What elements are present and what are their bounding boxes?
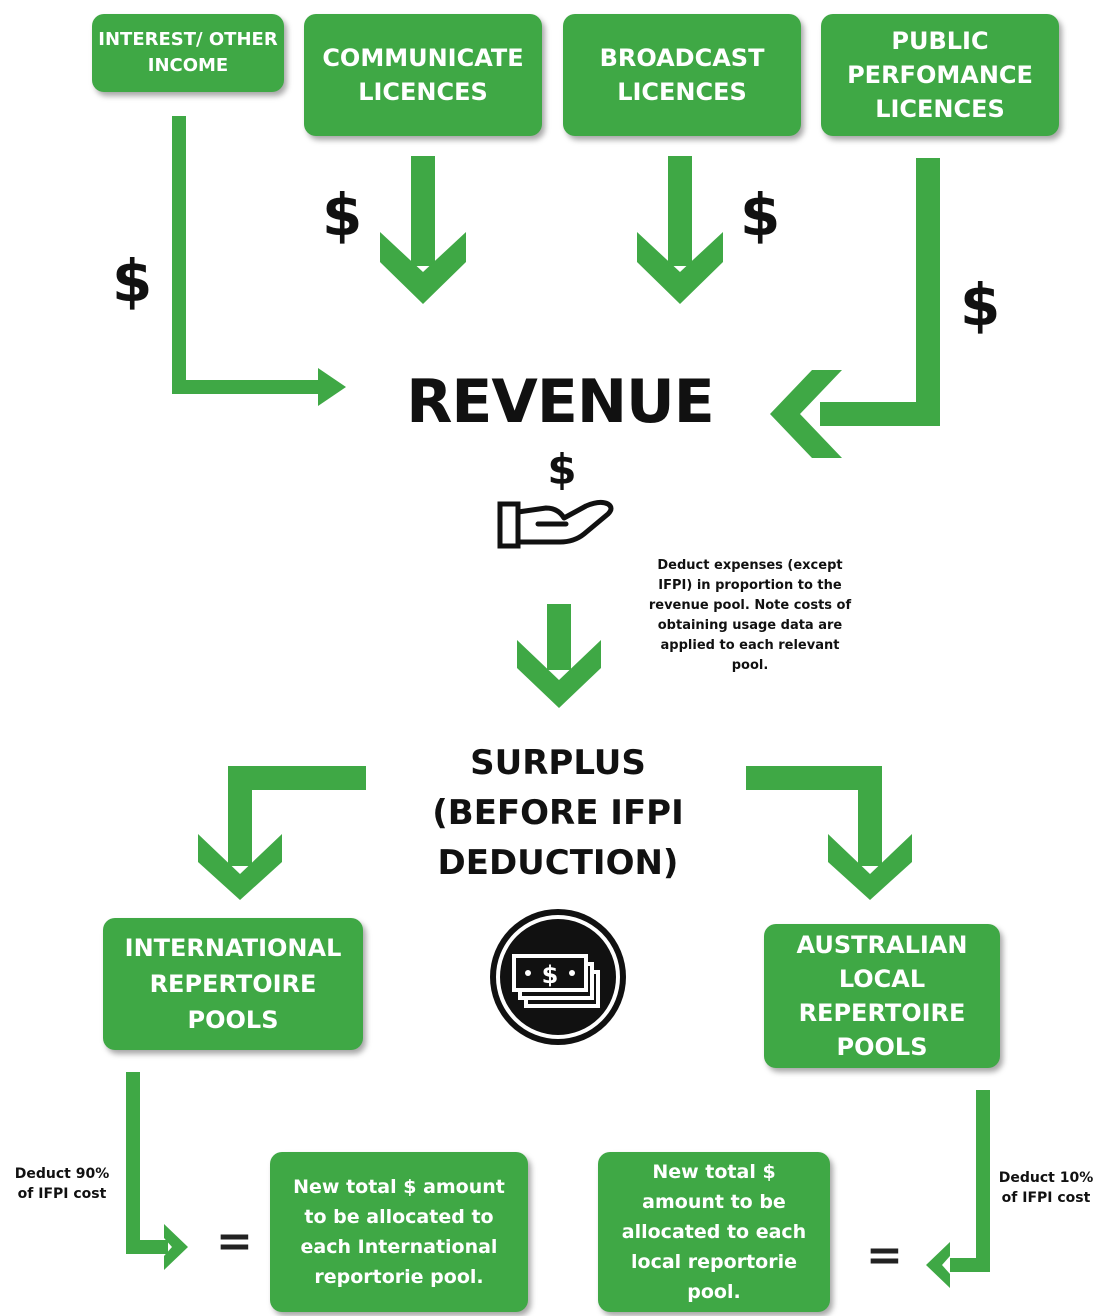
arrow-right-vertical	[858, 766, 882, 866]
arrow-broadcast-head	[637, 232, 723, 304]
arrow-interest-head	[318, 368, 346, 406]
arrow-aus-horizontal	[950, 1258, 990, 1272]
deduct-expenses-note: Deduct expenses (except IFPI) in proport…	[648, 558, 852, 673]
arrow-surplus-shaft	[547, 604, 571, 670]
international-pools-box: INTERNATIONAL REPERTOIRE POOLS	[103, 918, 363, 1050]
dollar-sign-communicate: $	[322, 181, 363, 249]
result-local-box: New total $ amount to be allocated to ea…	[598, 1152, 830, 1312]
arrow-broadcast-shaft	[668, 156, 692, 266]
source-public-box: PUBLIC PERFOMANCE LICENCES	[821, 14, 1059, 136]
equals-sign-international: =	[216, 1216, 253, 1267]
arrow-communicate-shaft	[411, 156, 435, 266]
dollar-sign-broadcast: $	[740, 181, 781, 249]
svg-text:$: $	[542, 961, 559, 989]
source-broadcast-label: BROADCAST LICENCES	[599, 44, 765, 106]
arrow-intl-vertical	[126, 1072, 140, 1254]
revenue-title: REVENUE	[406, 367, 715, 437]
source-communicate-label: COMMUNICATE LICENCES	[322, 44, 524, 106]
arrow-public-vertical	[916, 158, 940, 426]
arrow-intl-horizontal	[126, 1240, 168, 1254]
international-pools-label: INTERNATIONAL REPERTOIRE POOLS	[124, 934, 342, 1034]
arrow-public-head	[770, 370, 842, 458]
equals-sign-local: =	[866, 1230, 903, 1281]
dollar-sign-interest: $	[112, 247, 153, 315]
source-interest-label: INTEREST/ OTHER INCOME	[98, 29, 278, 76]
cash-coin-icon: $	[490, 909, 626, 1045]
result-international-box: New total $ amount to be allocated to ea…	[270, 1152, 528, 1312]
arrow-interest-vertical	[172, 116, 186, 394]
arrow-aus-head	[926, 1242, 950, 1288]
source-interest-box: INTEREST/ OTHER INCOME	[92, 14, 284, 92]
result-local-label: New total $ amount to be allocated to ea…	[621, 1161, 807, 1303]
arrow-communicate-head	[380, 232, 466, 304]
surplus-title: SURPLUS (BEFORE IFPI DEDUCTION)	[432, 743, 684, 883]
arrow-aus-vertical	[976, 1090, 990, 1272]
arrow-interest-horizontal	[172, 380, 322, 394]
source-communicate-box: COMMUNICATE LICENCES	[304, 14, 542, 136]
australian-pools-label: AUSTRALIAN LOCAL REPERTOIRE POOLS	[796, 931, 968, 1061]
arrow-public-horizontal	[820, 402, 940, 426]
hand-money-icon: $	[497, 446, 614, 549]
australian-pools-box: AUSTRALIAN LOCAL REPERTOIRE POOLS	[764, 924, 1000, 1068]
arrow-left-head	[198, 834, 282, 900]
arrow-right-head	[828, 834, 912, 900]
deduct-90-label: Deduct 90% of IFPI cost	[14, 1166, 110, 1202]
arrow-surplus-head	[517, 640, 601, 708]
source-broadcast-box: BROADCAST LICENCES	[563, 14, 801, 136]
result-international-label: New total $ amount to be allocated to ea…	[293, 1176, 505, 1288]
source-public-label: PUBLIC PERFOMANCE LICENCES	[847, 27, 1033, 123]
arrow-left-vertical	[228, 766, 252, 866]
dollar-sign-public: $	[960, 271, 1001, 339]
arrow-intl-head	[164, 1224, 188, 1270]
svg-text:$: $	[547, 446, 576, 494]
deduct-10-label: Deduct 10% of IFPI cost	[998, 1170, 1094, 1206]
